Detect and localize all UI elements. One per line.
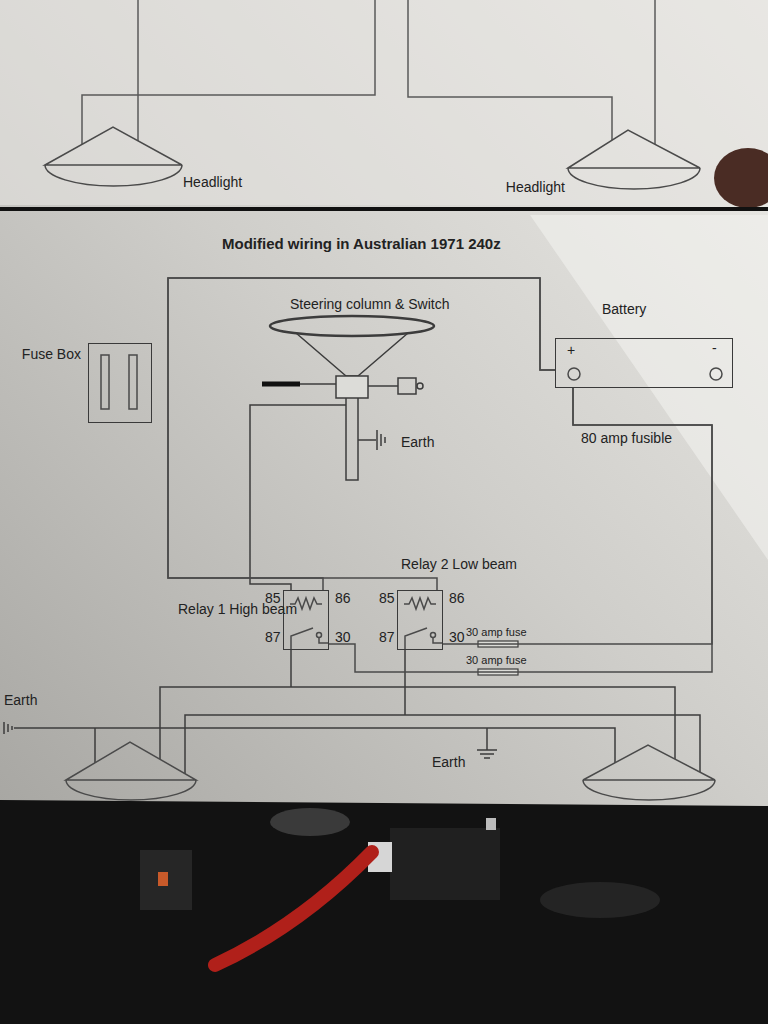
wiring-label: Steering column & Switch bbox=[290, 296, 450, 312]
earth-symbol bbox=[4, 722, 12, 734]
lamp-symbol bbox=[44, 126, 184, 188]
terminal-sign: + bbox=[567, 342, 575, 358]
headlight-outline bbox=[45, 127, 182, 186]
battery-symbol bbox=[568, 368, 722, 380]
relay-contact bbox=[431, 633, 436, 638]
switch-stalk bbox=[300, 383, 336, 385]
wiring-label: Earth bbox=[4, 692, 37, 708]
relay-symbol bbox=[284, 591, 328, 649]
relay-symbol bbox=[398, 591, 442, 649]
lamp-symbol bbox=[567, 129, 702, 191]
battery-terminal bbox=[710, 368, 722, 380]
wire bbox=[408, 0, 612, 140]
switch-stalk bbox=[262, 382, 300, 387]
relay: Relay 2 Low beam85868730 bbox=[397, 590, 443, 650]
wheel-spoke bbox=[296, 333, 408, 376]
pin-number: 85 bbox=[265, 590, 281, 606]
red-wire bbox=[215, 852, 372, 965]
relay-contact bbox=[405, 628, 427, 649]
paper-sheet bbox=[0, 0, 768, 806]
relay-contact bbox=[317, 633, 322, 638]
wire bbox=[168, 278, 555, 590]
relay-coil bbox=[290, 598, 322, 609]
relay-label: Relay 1 High beam bbox=[178, 601, 256, 617]
relay-contact bbox=[433, 638, 442, 644]
low-beam-wire bbox=[185, 650, 700, 774]
steering-wheel bbox=[270, 316, 434, 336]
lamp-symbol bbox=[45, 127, 182, 186]
relay-symbol bbox=[404, 598, 442, 649]
headlight: Headlight bbox=[567, 129, 702, 191]
earth-symbol bbox=[358, 430, 385, 450]
battery: Battery+- bbox=[555, 338, 733, 388]
top-wires bbox=[82, 0, 655, 144]
paper-highlight bbox=[530, 215, 768, 560]
pin-number: 86 bbox=[449, 590, 465, 606]
column-switch bbox=[336, 376, 368, 398]
wire bbox=[168, 278, 555, 590]
battery-label: Battery bbox=[602, 301, 646, 317]
headlight-symbol bbox=[583, 745, 715, 800]
terminal-sign: - bbox=[712, 340, 717, 356]
relay-symbol bbox=[290, 598, 328, 649]
relay-contact bbox=[319, 638, 328, 644]
relay: Relay 1 High beam85868730 bbox=[283, 590, 329, 650]
wire bbox=[137, 0, 139, 141]
divider-line bbox=[0, 207, 768, 211]
fuse-label: 30 amp fuse bbox=[466, 626, 527, 639]
battery-terminal bbox=[568, 368, 580, 380]
lamp-symbol bbox=[568, 130, 700, 189]
pin-number: 85 bbox=[379, 590, 395, 606]
fusebox-symbol bbox=[89, 344, 151, 422]
wiring-label: 80 amp fusible bbox=[581, 430, 672, 446]
pin-number: 86 bbox=[335, 590, 351, 606]
switch-connector bbox=[417, 383, 423, 389]
switch-connector bbox=[398, 378, 416, 394]
fuse-box-label: Fuse Box bbox=[22, 346, 81, 362]
photo-clutter bbox=[540, 882, 660, 918]
headlight-label: Headlight bbox=[506, 179, 565, 195]
relay-photo bbox=[158, 872, 168, 886]
relay-contact bbox=[291, 628, 313, 649]
relay-photo bbox=[390, 828, 500, 900]
paper-highlight bbox=[0, 0, 768, 205]
relay-label: Relay 2 Low beam bbox=[401, 556, 517, 572]
pin-number: 87 bbox=[379, 629, 395, 645]
earth-symbol bbox=[477, 728, 497, 758]
fuse-box: Fuse Box bbox=[88, 343, 152, 423]
pin-number: 87 bbox=[265, 629, 281, 645]
wire bbox=[82, 0, 375, 144]
relay-photo bbox=[140, 850, 192, 910]
fuse-symbol bbox=[101, 355, 109, 409]
wire bbox=[329, 388, 712, 672]
steering-column-symbol bbox=[250, 316, 434, 590]
headlight-outline bbox=[568, 130, 700, 189]
headlight-label: Headlight bbox=[183, 174, 242, 190]
wiring-label: Earth bbox=[432, 754, 465, 770]
wire bbox=[250, 405, 346, 590]
pin-number: 30 bbox=[335, 629, 351, 645]
fusebox-symbol bbox=[101, 355, 137, 409]
relay-coil bbox=[404, 598, 436, 609]
battery-symbol bbox=[556, 339, 732, 387]
fuse-symbol bbox=[129, 355, 137, 409]
high-beam-wire bbox=[160, 650, 675, 759]
switch-connector bbox=[368, 385, 398, 387]
thumb bbox=[714, 148, 768, 208]
wiring-label: Earth bbox=[401, 434, 434, 450]
pin-number: 30 bbox=[449, 629, 465, 645]
terminal-photo bbox=[486, 818, 496, 830]
wire bbox=[654, 0, 656, 144]
fuse-label: 30 amp fuse bbox=[466, 654, 527, 667]
photo-clutter bbox=[270, 808, 350, 836]
wire bbox=[443, 388, 712, 644]
headlight: Headlight bbox=[44, 126, 184, 188]
diagram-title: Modified wiring in Australian 1971 240z bbox=[222, 235, 501, 252]
headlight-symbol bbox=[66, 742, 196, 800]
